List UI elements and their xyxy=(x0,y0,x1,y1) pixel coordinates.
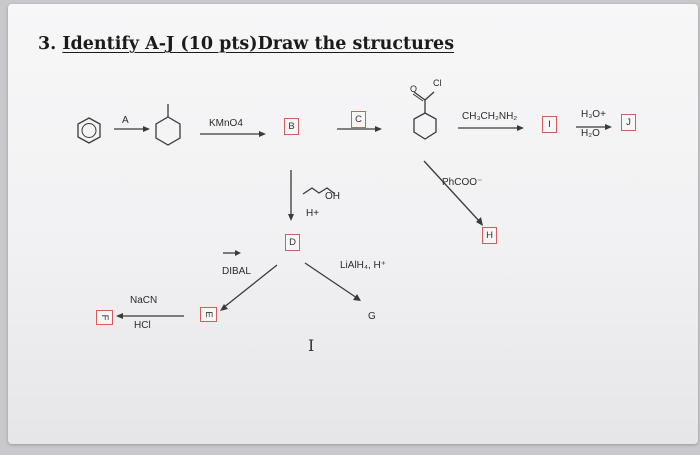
benzoyl-chloride-icon xyxy=(412,91,437,140)
reagent-h2o-label: H₂O xyxy=(581,128,600,139)
toluene-icon xyxy=(155,104,181,146)
reagent-kmno4-label: KMnO4 xyxy=(209,118,243,129)
product-g-label: G xyxy=(368,311,376,322)
carbonyl-o-label: O xyxy=(410,84,418,94)
arrow-d-to-e-icon xyxy=(220,264,278,311)
reagent-lialh4-label: LiAlH₄, H⁺ xyxy=(340,260,387,271)
arrow-a-icon xyxy=(114,126,150,132)
answer-box-f[interactable]: F xyxy=(96,310,113,325)
arrow-amine-icon xyxy=(458,125,524,131)
answer-box-d[interactable]: D xyxy=(285,234,300,251)
reagent-ethylamine-label: CH₃CH₂NH₂ xyxy=(462,111,518,122)
hydroxyl-oh-label: OH xyxy=(325,191,340,202)
arrow-dibal-icon xyxy=(223,250,241,256)
arrow-phcoo-icon xyxy=(423,160,483,226)
benzene-ring-icon xyxy=(77,117,101,144)
text-cursor-icon: I xyxy=(308,336,315,355)
reagent-dibal-label: DIBAL xyxy=(222,266,251,277)
worksheet-page xyxy=(8,4,698,444)
question-title: 3. Identify A-J (10 pts)Draw the structu… xyxy=(38,34,454,54)
answer-box-j[interactable]: J xyxy=(621,114,636,131)
reagent-phcoo-label: PhCOO⁻ xyxy=(442,177,483,188)
chloride-cl-label: Cl xyxy=(433,78,442,88)
answer-box-b[interactable]: B xyxy=(284,118,299,135)
question-text: Identify A-J (10 pts)Draw the structures xyxy=(62,34,455,54)
arrow-kmno4-icon xyxy=(200,131,266,137)
reagent-a-label: A xyxy=(122,115,129,126)
question-number: 3. xyxy=(38,34,57,54)
answer-box-c[interactable]: C xyxy=(351,111,366,128)
reagent-h-plus-label: H+ xyxy=(306,208,320,219)
arrow-down-icon xyxy=(288,170,294,221)
arrow-d-to-g-icon xyxy=(304,262,361,301)
arrow-c-icon xyxy=(337,126,382,132)
reagent-nacn-label: NaCN xyxy=(130,295,158,306)
arrow-h3o-icon xyxy=(576,124,612,130)
answer-box-i[interactable]: I xyxy=(542,116,557,133)
answer-box-e[interactable]: E xyxy=(200,307,217,322)
answer-box-h[interactable]: H xyxy=(482,227,497,244)
arrow-e-to-f-icon xyxy=(116,313,184,319)
reagent-h3o-label: H₃O+ xyxy=(581,109,606,120)
reagent-hcl-label: HCl xyxy=(134,320,151,331)
allyl-alcohol-icon xyxy=(302,187,336,195)
